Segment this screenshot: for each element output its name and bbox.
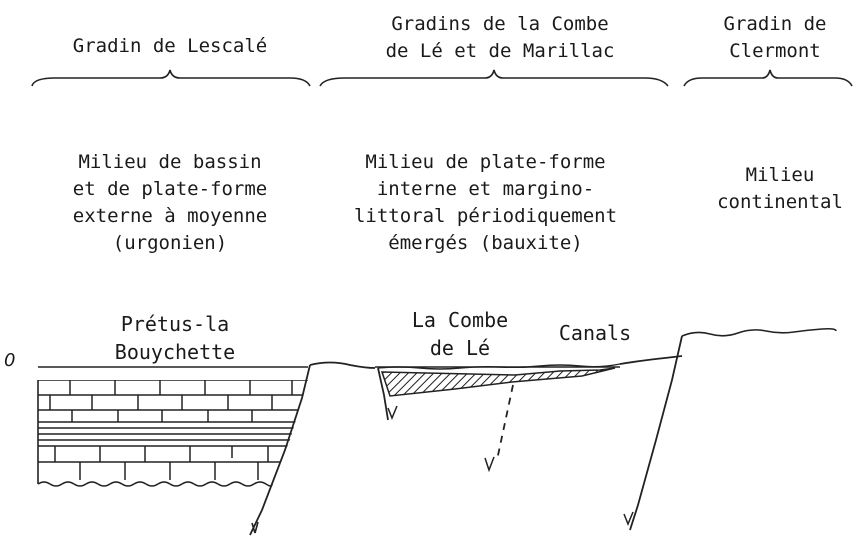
environment-platform: Milieu de plate-forme interne et margino… [353, 151, 618, 254]
header-gradin-lescale: Gradin de Lescalé [72, 35, 268, 57]
location-pretus: Prétus-la Bouychette [114, 312, 236, 364]
header-gradin-clermont: Gradin de Clermont [723, 13, 827, 62]
brace-clermont [683, 69, 853, 87]
bauxite-surface [377, 363, 621, 370]
environment-continental: Milieu continental [717, 164, 843, 213]
fault-dashed [484, 384, 514, 473]
clermont-surface [681, 327, 837, 337]
block-wavy-base [37, 481, 273, 487]
fault-clermont [619, 335, 683, 531]
brace-lescale [31, 69, 311, 87]
fault-lescale [249, 361, 376, 536]
limestone-block [38, 380, 308, 480]
header-gradins-combe-marillac: Gradins de la Combe de Lé et de Marillac [385, 13, 615, 62]
bauxite-layer [380, 367, 616, 397]
header-braces [31, 69, 853, 87]
datum-zero-label: 0 [4, 350, 16, 371]
location-combe: La Combe de Lé [411, 308, 509, 360]
environment-basin: Milieu de bassin et de plate-forme exter… [72, 151, 268, 254]
location-canals: Canals [558, 321, 632, 345]
brace-combe-marillac [319, 69, 669, 87]
fault-combe [377, 367, 398, 421]
